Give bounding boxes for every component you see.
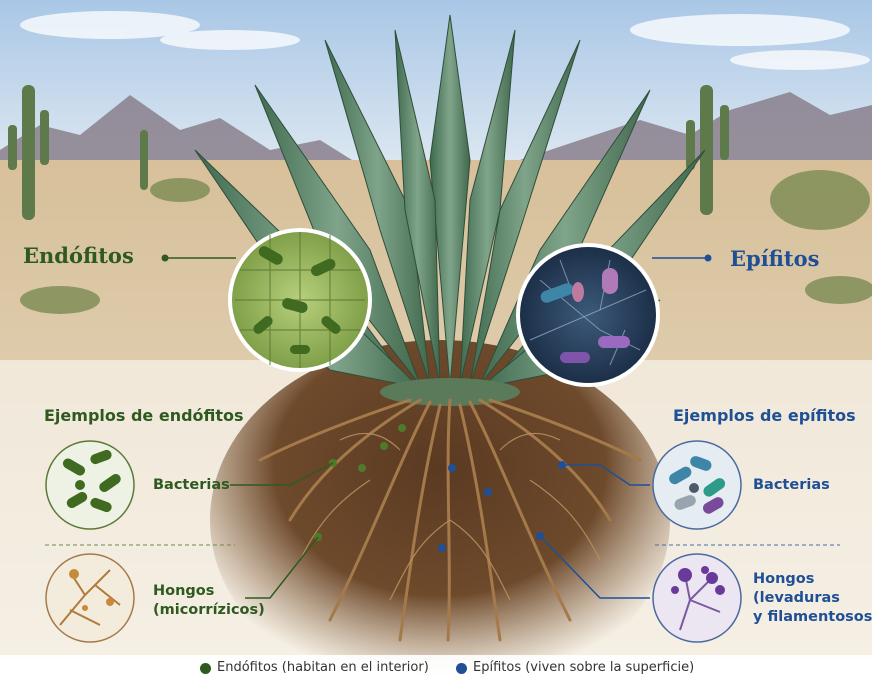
endo-fungi-label: Hongos (micorrízicos) — [153, 582, 265, 620]
endophyte-magnified-view — [230, 230, 370, 370]
endophyte-bacteria-icon — [46, 441, 134, 529]
epifitos-title: Epífitos — [730, 246, 819, 271]
endo-fungi-line2: (micorrízicos) — [153, 601, 265, 620]
endo-fungi-line1: Hongos — [153, 582, 265, 601]
epi-fungi-line3: y filamentosos) — [753, 608, 872, 627]
endophyte-fungi-icon — [46, 554, 134, 642]
endofitos-legend-text: Endófitos (habitan en el interior) — [217, 660, 429, 675]
legend: Endófitos (habitan en el interior) Epífi… — [0, 655, 872, 683]
epi-fungi-line2: (levaduras — [753, 589, 872, 608]
epifitos-legend-text: Epífitos (viven sobre la superficie) — [473, 660, 694, 675]
epi-bacteria-label: Bacterias — [753, 476, 830, 495]
epi-fungi-label: Hongos (levaduras y filamentosos) — [753, 570, 872, 627]
epifitos-examples-heading: Ejemplos de epífitos — [673, 406, 856, 425]
endofitos-legend-dot — [200, 663, 211, 674]
epiphyte-fungi-icon — [653, 554, 741, 642]
endofitos-title: Endófitos — [23, 243, 134, 268]
epiphyte-magnified-view — [518, 245, 658, 385]
endofitos-examples-heading: Ejemplos de endófitos — [44, 406, 244, 425]
epiphyte-bacteria-icon — [653, 441, 741, 529]
endo-bacteria-label: Bacterias — [153, 476, 230, 495]
epifitos-legend-dot — [456, 663, 467, 674]
epi-fungi-line1: Hongos — [753, 570, 872, 589]
